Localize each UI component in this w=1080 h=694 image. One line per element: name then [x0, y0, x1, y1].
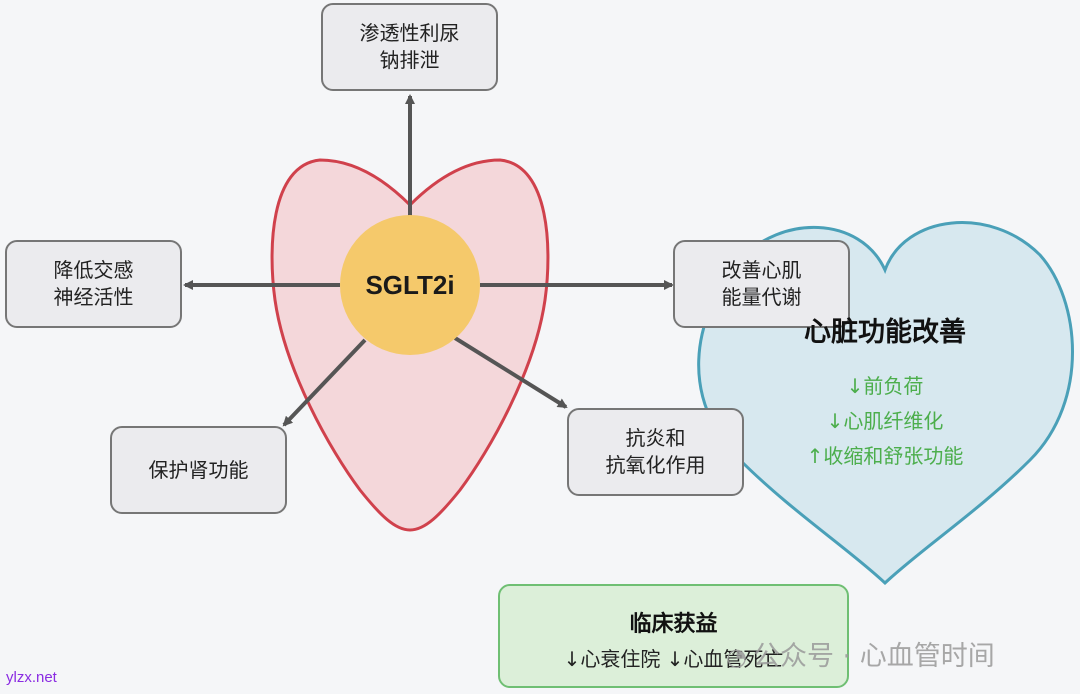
clinical-benefit-body: ↓心衰住院 ↓心血管死亡	[563, 647, 784, 671]
node-diuresis-line2: 钠排泄	[379, 48, 440, 72]
node-anti-line2: 抗氧化作用	[605, 453, 706, 477]
node-diuresis-line1: 渗透性利尿	[359, 21, 460, 45]
node-sympathetic-line1: 降低交感	[53, 258, 134, 282]
node-energy-metabolism: 改善心肌 能量代谢	[673, 240, 850, 328]
node-kidney-line1: 保护肾功能	[148, 457, 249, 482]
node-anti-line1: 抗炎和	[625, 426, 686, 450]
source-label: ylzx.net	[6, 669, 57, 686]
node-antiinflammatory: 抗炎和 抗氧化作用	[567, 408, 744, 496]
node-sympathetic: 降低交感 神经活性	[5, 240, 182, 328]
cardiac-item: ↑收缩和舒张功能	[806, 444, 964, 468]
sglt2i-label: SGLT2i	[365, 269, 455, 300]
node-energy-line1: 改善心肌	[721, 258, 802, 282]
chat-bubble-icon: ◔	[726, 643, 747, 671]
node-sympathetic-line2: 神经活性	[53, 285, 134, 309]
clinical-benefit-title: 临床获益	[629, 612, 718, 637]
node-kidney-protection: 保护肾功能	[110, 426, 287, 514]
node-diuresis: 渗透性利尿 钠排泄	[321, 3, 498, 91]
watermark-text: 公众号 · 心血管时间	[752, 641, 995, 672]
cardiac-item: ↓心肌纤维化	[826, 409, 944, 433]
cardiac-title: 心脏功能改善	[804, 317, 966, 348]
node-energy-line2: 能量代谢	[721, 285, 802, 309]
arrow-to-kidney	[282, 338, 367, 427]
clinical-benefit-box: 临床获益 ↓心衰住院 ↓心血管死亡	[498, 584, 849, 688]
watermark: ◔公众号 · 心血管时间	[726, 634, 995, 673]
arrow-to-antiinflammatory	[453, 336, 568, 409]
cardiac-item: ↓前负荷	[846, 374, 924, 398]
sglt2i-circle	[340, 215, 480, 355]
